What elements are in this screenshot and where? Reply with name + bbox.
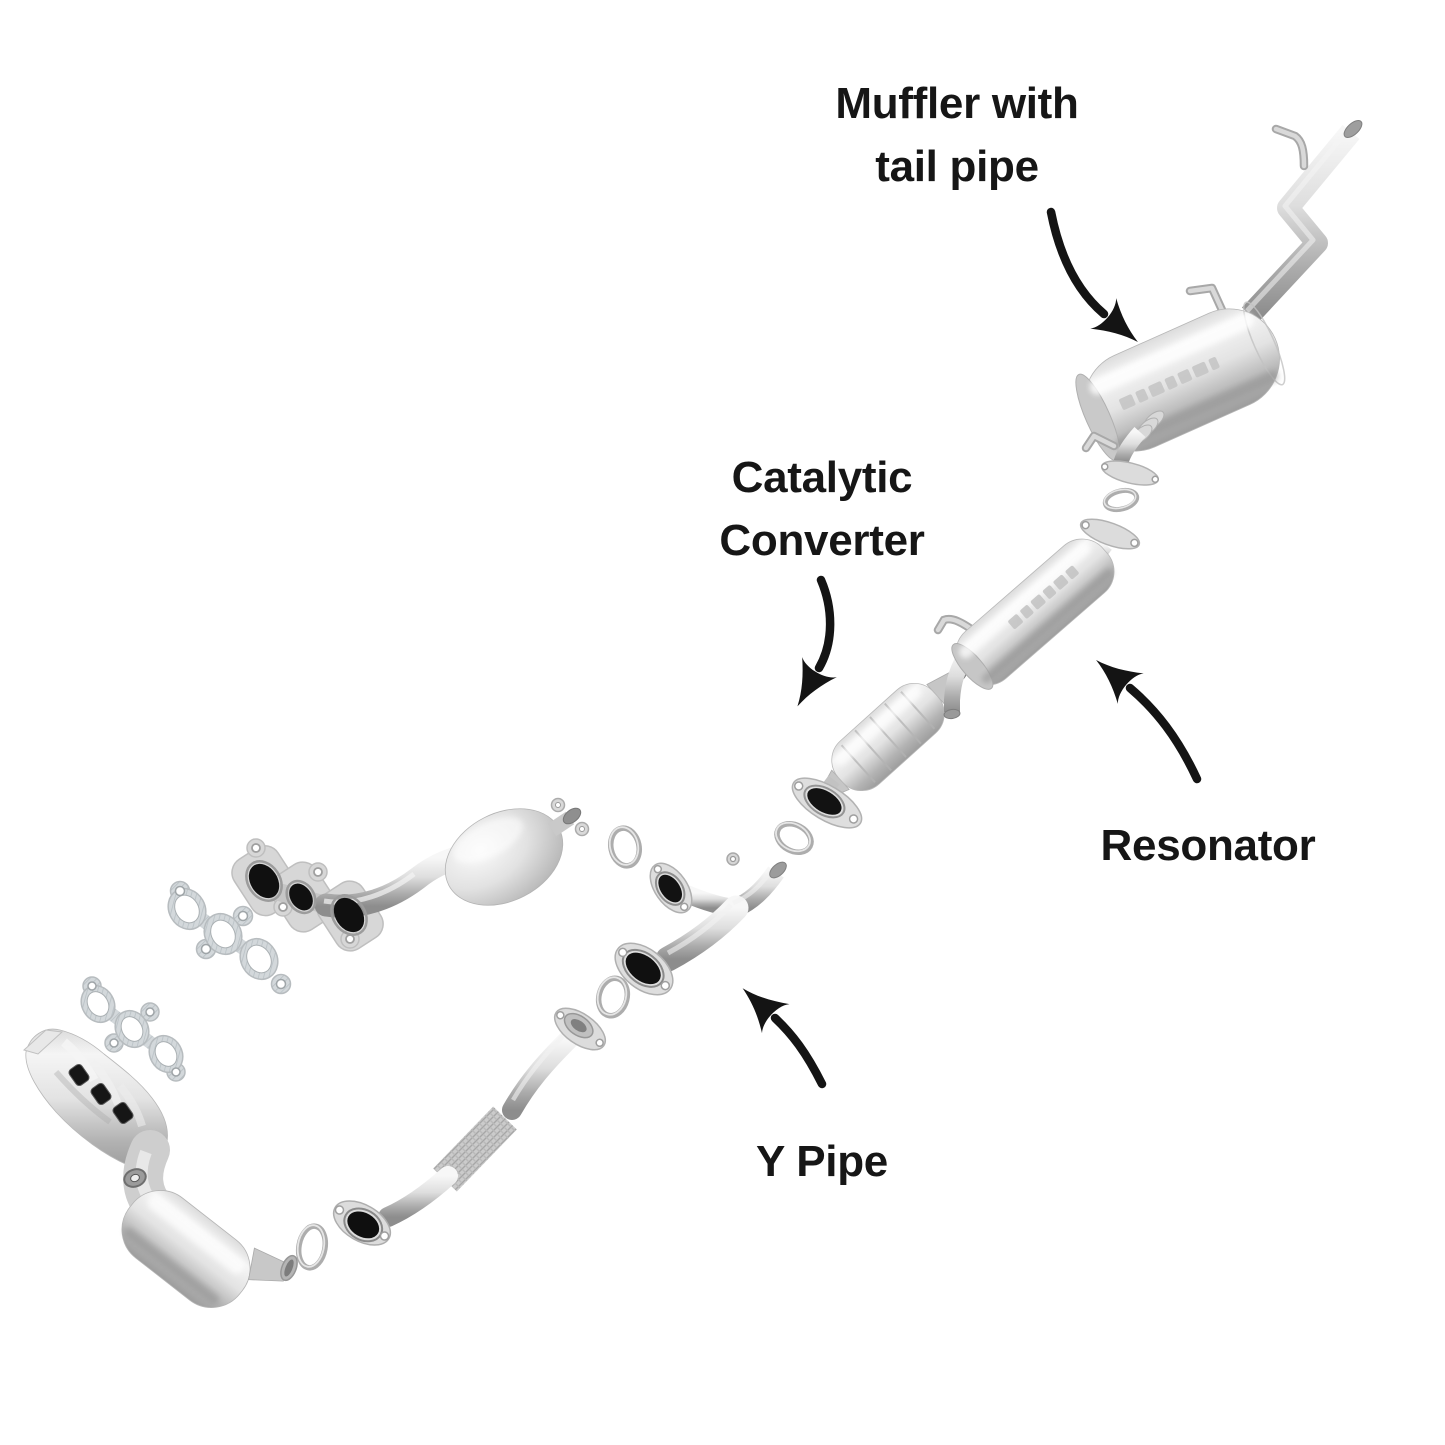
- catalytic-label-line2: Converter: [719, 516, 925, 565]
- front-pipe: [332, 1007, 607, 1246]
- resonator-arrow: [1096, 659, 1202, 784]
- manifold-gasket-rear: [167, 880, 292, 995]
- muffler-assembly: [1075, 119, 1363, 486]
- catalytic-converter-outlet-flange: [791, 777, 863, 829]
- y-pipe-label: Y Pipe: [756, 1137, 888, 1186]
- muffler-inlet-flange: [1101, 460, 1159, 486]
- catalytic-converter-arrow: [797, 575, 837, 707]
- y-pipe-upper-flange: [649, 862, 693, 914]
- front-pipe-lower-flange: [332, 1200, 392, 1246]
- resonator-embossed-logo: [1008, 565, 1079, 629]
- muffler-label: Muffler with tail pipe: [707, 72, 1207, 198]
- muffler-label-line2: tail pipe: [875, 142, 1039, 191]
- front-pipe-upper-flange: [553, 1007, 607, 1051]
- resonator-inlet-flange: [1079, 518, 1141, 550]
- resonator-assembly: [933, 518, 1141, 720]
- gasket-ring-cat-highlight: [775, 821, 811, 853]
- catalytic-label-line1: Catalytic: [731, 453, 913, 502]
- gasket-ring-muffler-highlight: [1103, 488, 1137, 510]
- muffler-arrow: [1046, 207, 1138, 343]
- catalytic-converter-label: Catalytic Converter: [572, 446, 1072, 572]
- front-manifold-converter: [22, 1028, 298, 1308]
- gasket-ring-rear-cat-highlight: [608, 826, 640, 866]
- catalytic-converter: [791, 668, 968, 829]
- muffler-embossed-logo: [1119, 357, 1220, 410]
- gasket-ring-front-pipe-highlight: [296, 1224, 326, 1268]
- y-pipe-arrow: [742, 988, 827, 1089]
- resonator-label: Resonator: [1100, 821, 1316, 870]
- manifold-gasket-front: [80, 976, 186, 1082]
- muffler-label-line1: Muffler with: [835, 79, 1079, 128]
- gasket-ring-y-pipe-highlight: [596, 976, 628, 1016]
- rear-manifold-converter: [231, 797, 590, 952]
- y-pipe-lower-flange: [614, 942, 674, 996]
- y-pipe: [614, 852, 787, 996]
